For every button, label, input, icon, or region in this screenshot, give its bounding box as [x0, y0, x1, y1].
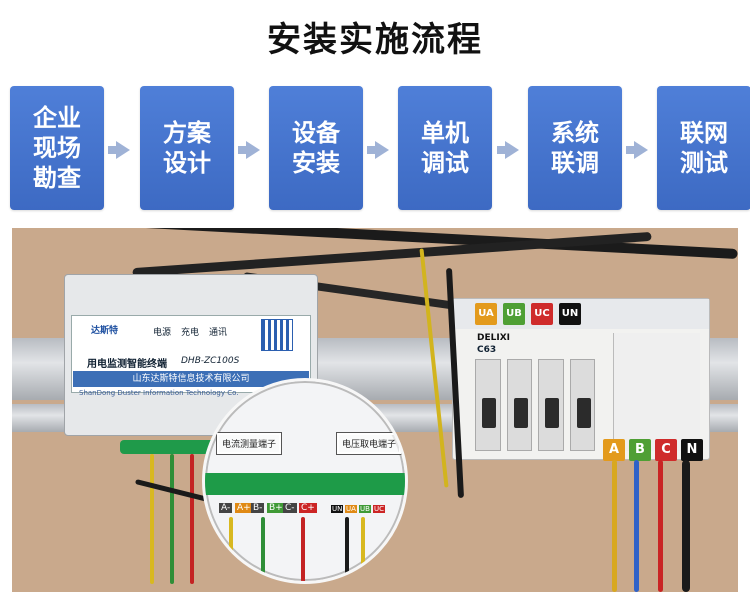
arrow-right-icon — [238, 141, 260, 159]
rcd-module — [613, 333, 700, 451]
wire-red — [301, 517, 305, 581]
indicator-label: 充电 — [181, 328, 200, 338]
step-line: 联网 — [680, 119, 728, 147]
arrow-right-icon — [367, 141, 389, 159]
voltage-tag-un: UN — [559, 303, 581, 325]
voltage-tag-ub: UB — [503, 303, 525, 325]
wire-yellow — [361, 517, 365, 581]
step-line: 单机 — [421, 119, 469, 147]
phase-tag-n: N — [681, 439, 703, 461]
step-unit-debug: 单机 调试 — [398, 86, 492, 210]
terminal-tag: A+ — [235, 503, 253, 513]
terminal-tag: C+ — [299, 503, 317, 513]
step-site-survey: 企业 现场 勘查 — [10, 86, 104, 210]
terminal-tag: A- — [219, 503, 233, 513]
step-line: 设计 — [163, 149, 211, 177]
step-line: 联调 — [551, 149, 599, 177]
wire-yellow — [229, 517, 233, 581]
wire-yellow — [150, 454, 154, 584]
step-line: 测试 — [680, 149, 728, 177]
terminal-tag: B- — [251, 503, 265, 513]
terminal-tag: UA — [345, 505, 357, 513]
arrow-right-icon — [497, 141, 519, 159]
indicator-label: 电源 — [153, 328, 172, 338]
wire-red — [190, 454, 194, 584]
step-line: 勘查 — [33, 164, 81, 192]
company-strip: 山东达斯特信息技术有限公司 — [73, 371, 309, 387]
terminal-tag: UB — [359, 505, 371, 513]
breaker-pole — [538, 359, 564, 451]
arrow-right-icon — [626, 141, 648, 159]
breaker-rating: C63 — [477, 345, 497, 355]
wire-green — [170, 454, 174, 584]
inset-terminal-strip — [205, 473, 405, 495]
step-line: 安装 — [292, 149, 340, 177]
current-terminal-label: 电流测量端子 — [215, 432, 283, 455]
installation-photo: 达斯特 电源 充电 通讯 用电监测智能终端 DHB-ZC100S 山东达斯特信息… — [12, 228, 738, 592]
qr-code — [261, 319, 293, 351]
terminal-tag: UC — [373, 505, 386, 513]
wire-blue — [634, 460, 639, 592]
company-en: ShanDong Duster Information Technology C… — [79, 389, 239, 397]
breaker-pole — [506, 359, 532, 451]
step-network-test: 联网 测试 — [657, 86, 750, 210]
device-brand: 达斯特 — [91, 326, 119, 336]
voltage-tag-ua: UA — [475, 303, 497, 325]
breaker-brand: DELIXI — [477, 333, 510, 343]
wire-red — [658, 460, 663, 592]
terminal-tag: C- — [283, 503, 297, 513]
phase-tag-b: B — [629, 439, 651, 461]
breaker-pole — [569, 359, 595, 451]
arrow-right-icon — [108, 141, 130, 159]
step-line: 方案 — [163, 119, 211, 147]
voltage-tag-uc: UC — [531, 303, 553, 325]
phase-tag-a: A — [603, 439, 625, 461]
step-line: 企业 — [33, 104, 81, 132]
device-name: 用电监测智能终端 — [87, 359, 167, 370]
step-line: 系统 — [551, 119, 599, 147]
wire-black — [345, 517, 349, 581]
breaker-poles — [475, 359, 595, 451]
terminal-tag: UN — [331, 505, 344, 513]
wire-black — [682, 460, 690, 592]
step-line: 设备 — [292, 119, 340, 147]
voltage-terminal-label: 电压取电端子 — [335, 432, 403, 455]
terminal-tag: B+ — [267, 503, 285, 513]
phase-tag-c: C — [655, 439, 677, 461]
company-cn: 山东达斯特信息技术有限公司 — [132, 374, 250, 384]
device-model: DHB-ZC100S — [181, 356, 240, 366]
page-title: 安装实施流程 — [267, 20, 483, 60]
indicator-label: 通讯 — [209, 328, 228, 338]
step-design: 方案 设计 — [140, 86, 234, 210]
step-line: 现场 — [33, 134, 81, 162]
circuit-breaker: UA UB UC UN DELIXI C63 A B C N — [452, 298, 710, 461]
wire-green — [261, 517, 265, 581]
step-system-joint-debug: 系统 联调 — [528, 86, 622, 210]
wire-yellow — [612, 460, 617, 592]
terminal-magnifier: 电流测量端子 电压取电端子 A- A+ B- B+ C- C+ UN UA UB… — [202, 378, 408, 584]
step-line: 调试 — [421, 149, 469, 177]
step-install: 设备 安装 — [269, 86, 363, 210]
breaker-pole — [475, 359, 501, 451]
